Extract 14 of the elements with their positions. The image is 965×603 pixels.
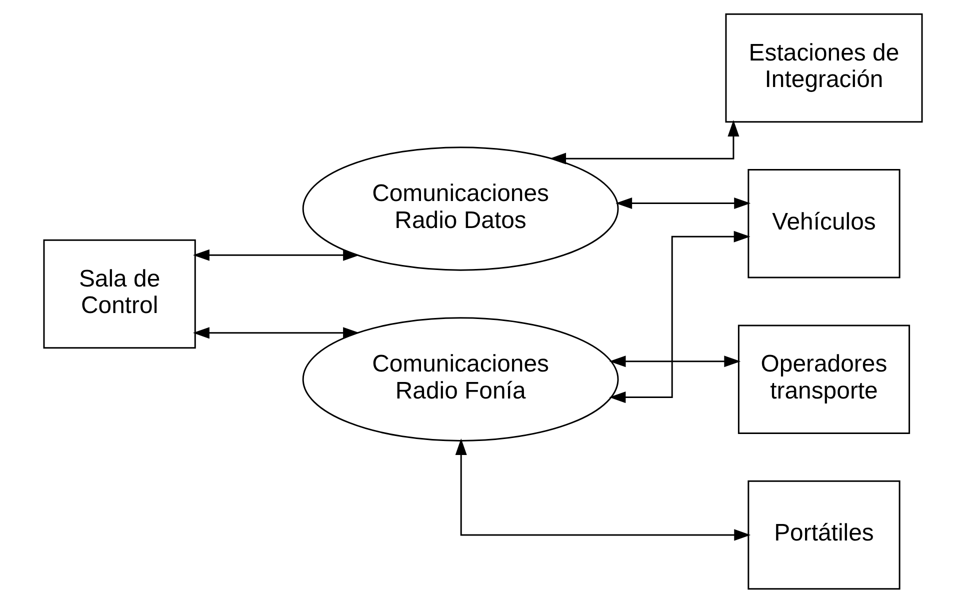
arrow (608, 230, 750, 404)
node-box: Vehículos (747, 169, 900, 278)
node-ellipse: Comunicaciones Radio Datos (302, 146, 618, 271)
node-ellipse: Comunicaciones Radio Fonía (302, 317, 618, 442)
node-box: Estaciones de Integración (724, 13, 922, 123)
arrow (192, 327, 360, 339)
node-box: Sala de Control (42, 239, 196, 349)
arrow (615, 197, 750, 209)
node-box: Portátiles (747, 480, 900, 590)
arrow (454, 438, 750, 541)
arrow (549, 120, 739, 164)
arrow (608, 356, 740, 368)
arrow (192, 249, 360, 261)
node-box: Operadores transporte (737, 324, 910, 434)
